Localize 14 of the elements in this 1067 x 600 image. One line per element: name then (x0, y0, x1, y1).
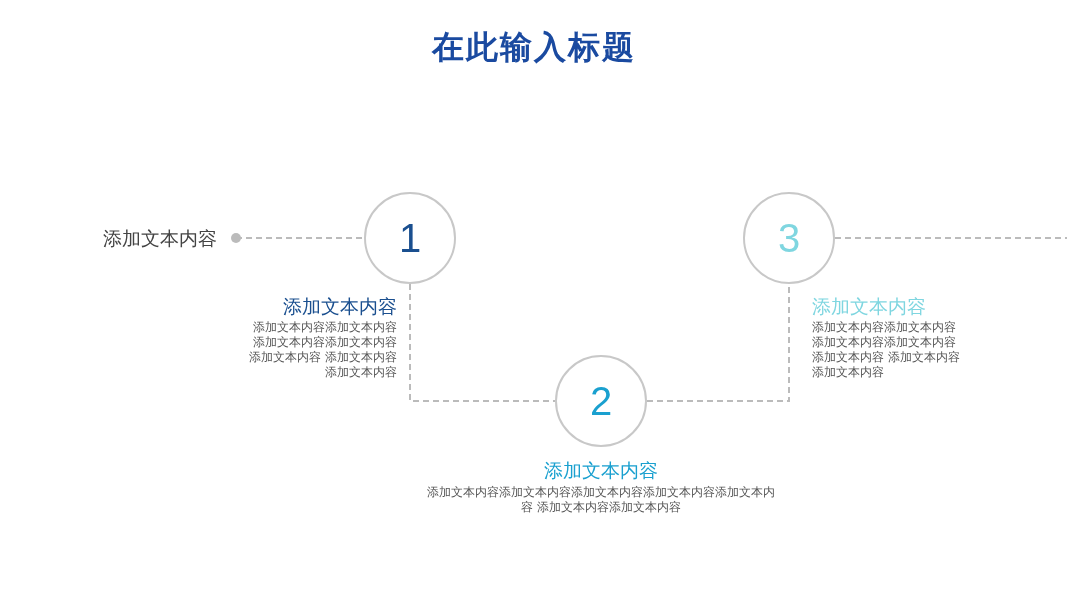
step-heading: 添加文本内容 (812, 294, 926, 319)
title: 在此输入标题 (430, 27, 637, 68)
step-description: 添加文本内容添加文本内容添加文本内容添加文本内容添加文本内容 添加文本内容添加文本内容 (426, 485, 776, 515)
step-number: 3 (777, 215, 801, 261)
step-number: 1 (398, 215, 422, 261)
text-label: 添加文本内容 (103, 226, 217, 252)
connector-line (834, 237, 1067, 239)
step-description: 添加文本内容添加文本内容添加文本内容添加文本内容添加文本内容 添加文本内容添加文本内容 (248, 320, 397, 380)
step-heading: 添加文本内容 (283, 294, 397, 319)
step-description: 添加文本内容添加文本内容添加文本内容添加文本内容添加文本内容 添加文本内容添加文本内容 (812, 320, 961, 380)
step-number: 2 (589, 378, 613, 424)
connector-line (231, 233, 365, 243)
connector-line (409, 283, 556, 402)
step-heading: 添加文本内容 (543, 458, 659, 483)
